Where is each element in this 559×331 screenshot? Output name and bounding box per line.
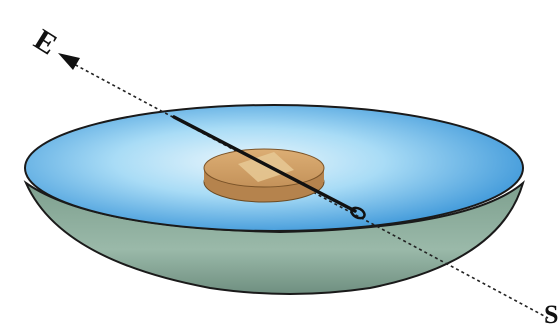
north-arrow-icon xyxy=(58,53,80,70)
north-label: E xyxy=(28,23,62,62)
south-label: S xyxy=(544,300,558,329)
